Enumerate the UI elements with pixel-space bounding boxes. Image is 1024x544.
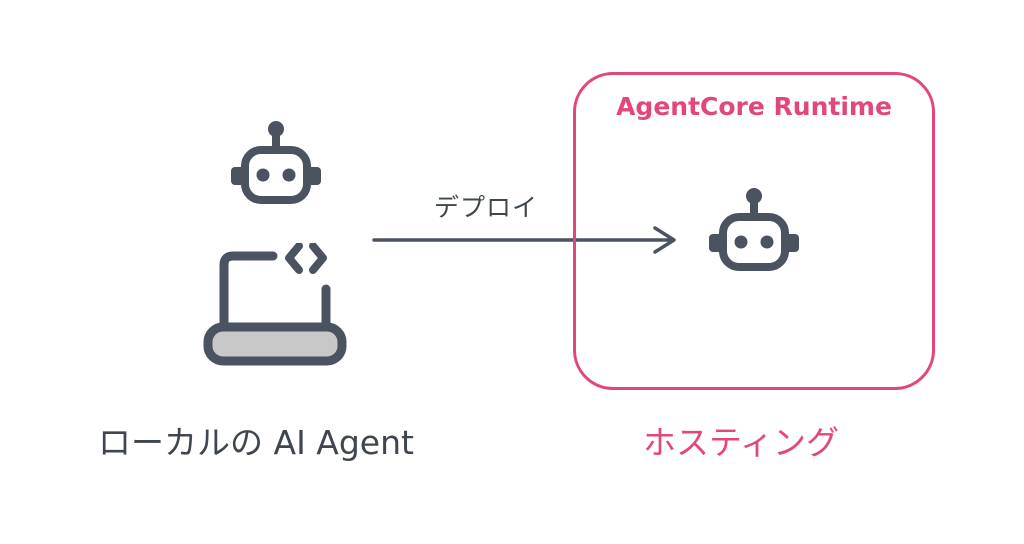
laptop-code-icon (203, 243, 347, 366)
hosting-caption: ホスティング (643, 423, 840, 462)
deploy-arrow (372, 226, 676, 254)
runtime-container (573, 72, 935, 390)
local-agent-caption: ローカルの AI Agent (98, 423, 414, 462)
robot-icon (231, 121, 321, 204)
runtime-container-title: AgentCore Runtime (616, 92, 892, 121)
deploy-arrow-label: デプロイ (434, 193, 539, 222)
robot-icon (709, 188, 799, 271)
